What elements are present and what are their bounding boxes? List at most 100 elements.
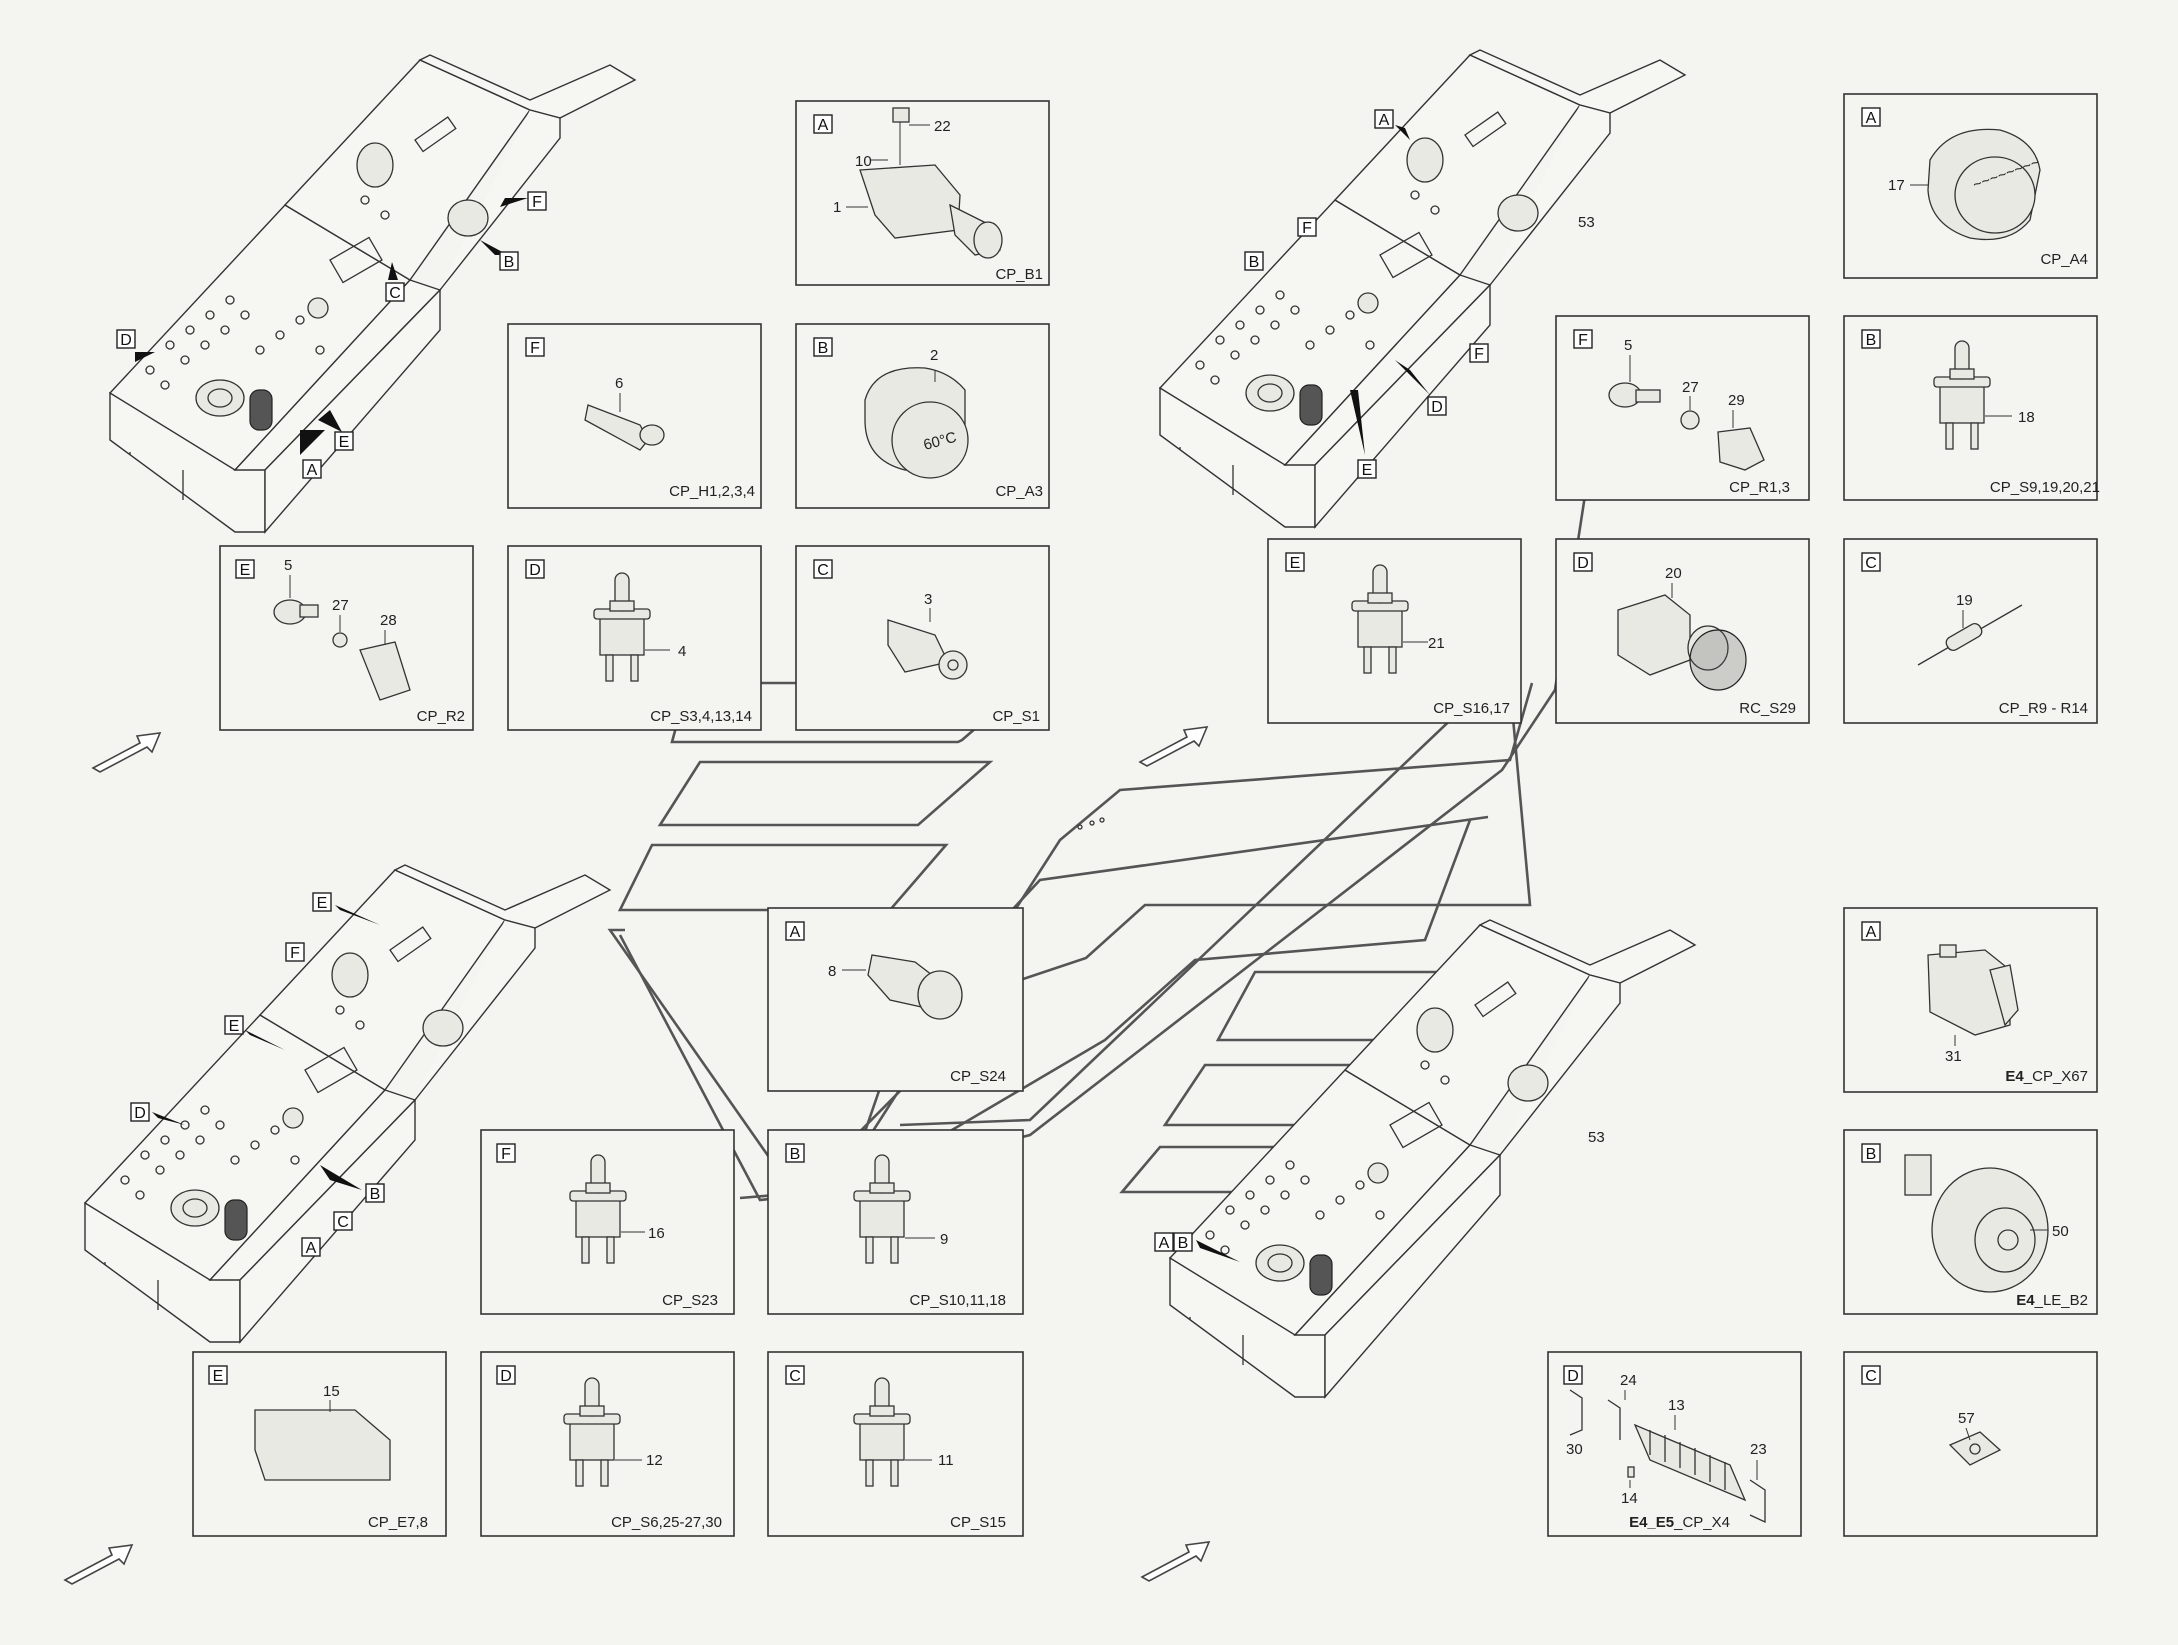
svg-text:9: 9 bbox=[940, 1231, 948, 1248]
svg-text:RC_S29: RC_S29 bbox=[1739, 700, 1796, 717]
svg-text:5: 5 bbox=[1624, 337, 1632, 354]
svg-text:16: 16 bbox=[648, 1225, 665, 1242]
svg-text:CP_S15: CP_S15 bbox=[950, 1514, 1006, 1531]
svg-text:F: F bbox=[1302, 220, 1312, 237]
part-number-53: 53 bbox=[1588, 1129, 1605, 1146]
svg-text:B: B bbox=[1249, 254, 1260, 271]
svg-text:E: E bbox=[213, 1368, 224, 1385]
svg-text:57: 57 bbox=[1958, 1410, 1975, 1427]
svg-text:D: D bbox=[529, 562, 541, 579]
svg-text:24: 24 bbox=[1620, 1372, 1637, 1389]
svg-text:C: C bbox=[817, 562, 829, 579]
svg-text:31: 31 bbox=[1945, 1048, 1962, 1065]
console-bl-callouts: E F E D B C A bbox=[130, 892, 385, 1257]
detail-box-cp-a4: A ~~~~~~~~ 17 CP_A4 bbox=[1843, 93, 2098, 279]
svg-text:B: B bbox=[1178, 1235, 1189, 1252]
svg-text:23: 23 bbox=[1750, 1441, 1767, 1458]
svg-text:5: 5 bbox=[284, 557, 292, 574]
part-number-53: 53 bbox=[1578, 214, 1595, 231]
svg-text:D: D bbox=[1577, 555, 1589, 572]
detail-box-rc-s29: D 20 RC_S29 bbox=[1555, 538, 1810, 724]
svg-text:D: D bbox=[1431, 399, 1443, 416]
svg-text:4: 4 bbox=[678, 643, 686, 660]
detail-box-cp-r1: F 5 27 29 CP_R1,3 bbox=[1555, 315, 1810, 501]
svg-text:F: F bbox=[532, 194, 542, 211]
svg-text:20: 20 bbox=[1665, 565, 1682, 582]
svg-text:B: B bbox=[790, 1146, 801, 1163]
svg-text:CP_A4: CP_A4 bbox=[2040, 251, 2088, 268]
svg-text:CP_E7,8: CP_E7,8 bbox=[368, 1514, 428, 1531]
svg-text:CP_H1,2,3,4: CP_H1,2,3,4 bbox=[669, 483, 755, 500]
svg-text:A: A bbox=[306, 1240, 317, 1257]
svg-text:E: E bbox=[240, 562, 251, 579]
detail-box-e4-e5-cp-x4: D 24 13 30 14 23 E4_E5_CP_X4 bbox=[1547, 1351, 1802, 1537]
svg-text:11: 11 bbox=[938, 1452, 954, 1469]
svg-text:B: B bbox=[1866, 332, 1877, 349]
svg-text:E4_LE_B2: E4_LE_B2 bbox=[2016, 1292, 2088, 1309]
tag-label: A bbox=[307, 462, 318, 479]
detail-box-cp-s10: B 9 CP_S10,11,18 bbox=[767, 1129, 1024, 1315]
svg-text:CP_S23: CP_S23 bbox=[662, 1292, 718, 1309]
svg-text:1: 1 bbox=[833, 199, 841, 216]
svg-text:22: 22 bbox=[934, 118, 951, 135]
svg-text:12: 12 bbox=[646, 1452, 663, 1469]
detail-box-cp-b1: A 22 10 1 CP_B1 bbox=[795, 100, 1050, 286]
svg-text:D: D bbox=[120, 332, 132, 349]
svg-text:17: 17 bbox=[1888, 177, 1905, 194]
svg-text:F: F bbox=[530, 340, 540, 357]
svg-text:CP_S10,11,18: CP_S10,11,18 bbox=[910, 1292, 1006, 1309]
detail-box-cp-s15: C 11 CP_S15 bbox=[767, 1351, 1024, 1537]
svg-text:A: A bbox=[818, 117, 829, 134]
svg-text:29: 29 bbox=[1728, 392, 1745, 409]
detail-box-e4-le-b2: B 50 E4_LE_B2 bbox=[1843, 1129, 2098, 1315]
svg-text:19: 19 bbox=[1956, 592, 1973, 609]
svg-text:C: C bbox=[337, 1214, 349, 1231]
svg-text:F: F bbox=[1578, 332, 1588, 349]
svg-text:21: 21 bbox=[1428, 635, 1445, 652]
svg-text:C: C bbox=[1865, 555, 1877, 572]
svg-text:15: 15 bbox=[323, 1383, 340, 1400]
svg-text:E: E bbox=[229, 1018, 240, 1035]
svg-text:B: B bbox=[504, 254, 515, 271]
svg-text:E: E bbox=[317, 895, 328, 912]
detail-box-cp-s9: B 18 CP_S9,19,20,21 bbox=[1843, 315, 2100, 501]
svg-text:2: 2 bbox=[930, 347, 938, 364]
svg-text:C: C bbox=[789, 1368, 801, 1385]
svg-text:CP_R9 - R14: CP_R9 - R14 bbox=[1999, 700, 2088, 717]
svg-text:A: A bbox=[1379, 112, 1390, 129]
svg-text:D: D bbox=[500, 1368, 512, 1385]
detail-box-cp-s23: F 16 CP_S23 bbox=[480, 1129, 735, 1315]
console-br-callouts: A B 53 bbox=[1154, 1129, 1605, 1262]
svg-text:8: 8 bbox=[828, 963, 836, 980]
control-console-bottom-right bbox=[1169, 919, 1696, 1398]
svg-text:CP_S3,4,13,14: CP_S3,4,13,14 bbox=[650, 708, 752, 725]
svg-text:CP_S24: CP_S24 bbox=[950, 1068, 1006, 1085]
svg-text:B: B bbox=[818, 340, 829, 357]
svg-text:E4_CP_X67: E4_CP_X67 bbox=[2005, 1068, 2088, 1085]
svg-text:10: 10 bbox=[855, 153, 872, 170]
svg-text:28: 28 bbox=[380, 612, 397, 629]
svg-text:E: E bbox=[1290, 555, 1301, 572]
svg-text:CP_S1: CP_S1 bbox=[992, 708, 1040, 725]
svg-text:CP_A3: CP_A3 bbox=[995, 483, 1043, 500]
svg-text:C: C bbox=[1865, 1368, 1877, 1385]
detail-box-cp-r9: C 19 CP_R9 - R14 bbox=[1843, 538, 2098, 724]
svg-text:CP_B1: CP_B1 bbox=[995, 266, 1043, 283]
svg-text:30: 30 bbox=[1566, 1441, 1583, 1458]
svg-text:F: F bbox=[1474, 346, 1484, 363]
svg-text:6: 6 bbox=[615, 375, 623, 392]
svg-text:13: 13 bbox=[1668, 1397, 1685, 1414]
svg-text:D: D bbox=[134, 1105, 146, 1122]
detail-box-cp-r2: E 5 27 28 CP_R2 bbox=[219, 545, 474, 731]
detail-box-e4-cp-x67: A 31 E4_CP_X67 bbox=[1843, 907, 2098, 1093]
svg-text:B: B bbox=[1866, 1146, 1877, 1163]
svg-text:E: E bbox=[1362, 462, 1373, 479]
svg-text:CP_S6,25-27,30: CP_S6,25-27,30 bbox=[611, 1514, 722, 1531]
detail-box-cp-s1: C 3 CP_S1 bbox=[795, 545, 1050, 731]
svg-text:E: E bbox=[339, 434, 350, 451]
svg-text:B: B bbox=[370, 1186, 381, 1203]
detail-box-cp-s6: D 12 CP_S6,25-27,30 bbox=[480, 1351, 735, 1537]
svg-text:18: 18 bbox=[2018, 409, 2035, 426]
svg-text:CP_R1,3: CP_R1,3 bbox=[1729, 479, 1790, 496]
